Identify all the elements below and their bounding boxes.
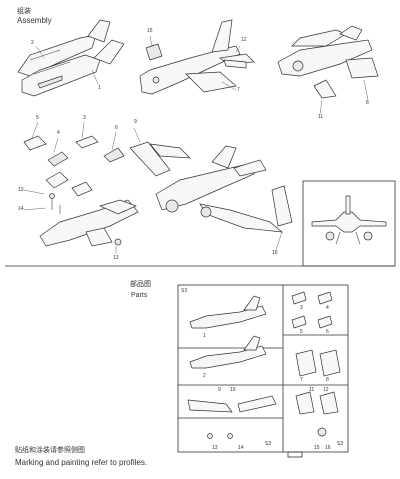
callout-9: 9 [134, 119, 137, 125]
callout-10: 10 [272, 250, 278, 256]
sprue-number-6: 6 [326, 329, 329, 335]
callout-11: 11 [318, 114, 324, 120]
callout-13-upper: 13 [18, 187, 24, 193]
callout-3: 3 [83, 115, 86, 121]
sprue-number-16: 16 [325, 445, 331, 451]
assembly-title-en: Assembly [17, 16, 52, 25]
parts-title-en: Parts [131, 292, 148, 299]
step1-fuselage-halves [17, 19, 125, 97]
sprue-number-8: 8 [326, 377, 329, 383]
sprue-number-12: 12 [323, 387, 329, 393]
sprue-number-10: 10 [230, 387, 236, 393]
step3-wings [277, 25, 379, 99]
sprue-number-9: 9 [218, 387, 221, 393]
sprue-number-14: 14 [238, 445, 244, 451]
assembly-title-cn: 组装 [17, 8, 31, 15]
callout-5: 5 [36, 115, 39, 121]
sprue-number-7: 7 [300, 377, 303, 383]
step5-aircraft [129, 141, 293, 233]
sprue-parts [187, 291, 341, 439]
sprue-code-mid: S3 [265, 441, 272, 447]
sprue-code: S3 [181, 288, 188, 294]
sprue-number-3: 3 [300, 305, 303, 311]
sprue-number-1: 1 [203, 333, 206, 339]
callout-14: 14 [18, 206, 24, 212]
sprue-number-15: 15 [314, 445, 320, 451]
sprue-number-2: 2 [203, 373, 206, 379]
callout-15: 15 [147, 28, 153, 34]
callout-13-lower: 13 [113, 255, 119, 261]
sprue-code-right: S3 [337, 441, 344, 447]
callout-6: 6 [115, 125, 118, 131]
parts-title-cn: 部品图 [130, 281, 151, 288]
front-view-aircraft [311, 195, 387, 245]
step4-engines [23, 135, 139, 247]
callout-12: 12 [241, 37, 247, 43]
front-view-frame [302, 180, 396, 267]
callout-1: 1 [98, 85, 101, 91]
callout-4: 4 [57, 130, 60, 136]
marking-note-cn: 贴纸和涂装请参照侧图 [15, 447, 85, 454]
step2-fuselage [139, 19, 255, 95]
sprue-number-11: 11 [309, 387, 315, 393]
sprue-frame [177, 284, 349, 458]
marking-note-en: Marking and painting refer to profiles. [15, 458, 148, 467]
sprue-number-5: 5 [300, 329, 303, 335]
callout-2: 2 [31, 40, 34, 46]
leader-lines [23, 35, 369, 254]
callout-7: 7 [237, 87, 240, 93]
sprue-number-4: 4 [326, 305, 329, 311]
sprue-number-13: 13 [212, 445, 218, 451]
callout-8: 8 [366, 100, 369, 106]
